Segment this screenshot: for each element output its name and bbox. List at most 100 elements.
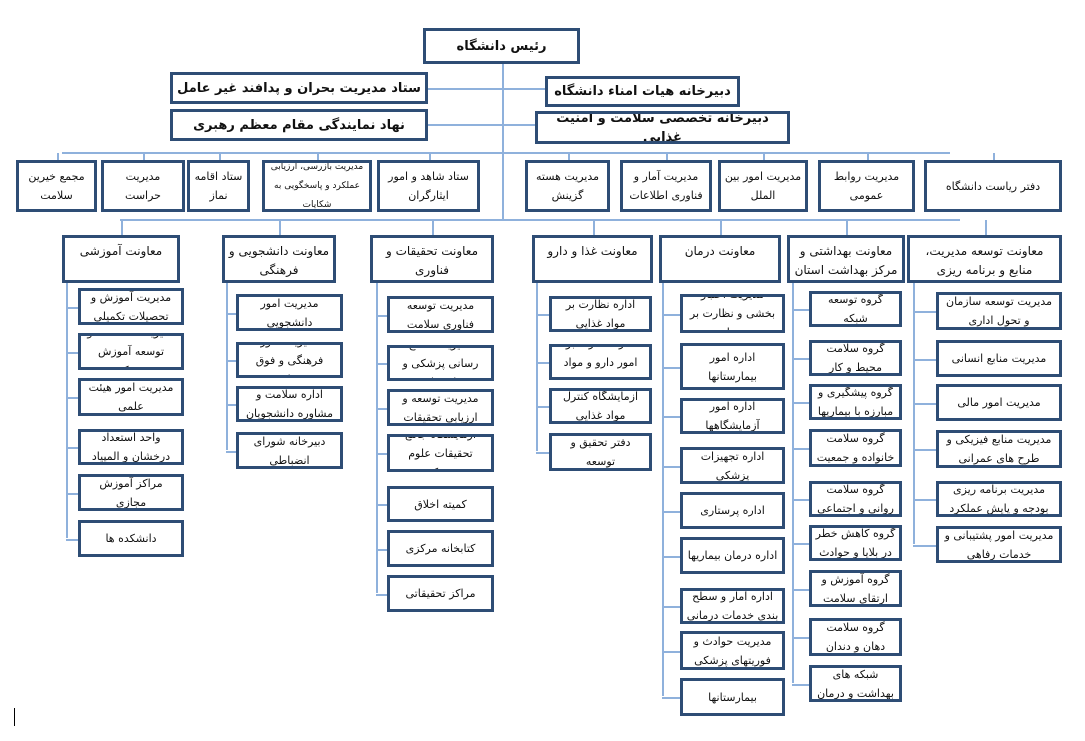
deputy-box: معاونت درمان xyxy=(659,235,781,283)
unit-connector xyxy=(792,543,809,545)
unit-connector xyxy=(376,549,387,551)
office-box: مدیریت آمار و فناوری اطلاعات xyxy=(620,160,712,212)
unit-connector xyxy=(662,466,680,468)
deputy-connector xyxy=(846,220,848,235)
unit-box: اداره پرستاری xyxy=(680,492,785,529)
unit-box: مدیریت امور دانشجویی xyxy=(236,294,343,331)
unit-box: واحد استعداد درخشان و المپیاد xyxy=(78,429,184,465)
unit-connector xyxy=(226,451,236,453)
text-cursor xyxy=(14,708,15,726)
deputy-box: معاونت تحقیقات و فناوری xyxy=(370,235,494,283)
staff-box-board-of-trustees: دبیرخانه هیات امناء دانشگاه xyxy=(545,76,740,107)
staff-connector xyxy=(428,124,535,126)
unit-connector xyxy=(66,539,78,541)
unit-box: مدیریت توسعه و ارزیابی تحقیقات xyxy=(387,389,494,426)
staff-box-leader-representative: نهاد نمایندگی مقام معظم رهبری xyxy=(170,109,428,141)
unit-connector xyxy=(226,360,236,362)
unit-connector xyxy=(792,309,809,311)
root-box-president: رئیس دانشگاه xyxy=(423,28,580,64)
unit-connector xyxy=(913,449,936,451)
unit-box: دانشکده ها xyxy=(78,520,184,557)
unit-connector xyxy=(66,397,78,399)
office-box: ستاد اقامه نماز xyxy=(187,160,250,212)
office-box: ستاد شاهد و امور ایثارگران xyxy=(377,160,480,212)
unit-connector xyxy=(792,358,809,360)
office-box: مجمع خیرین سلامت xyxy=(16,160,97,212)
unit-box: آزمایشگاه کنترل مواد غذایی xyxy=(549,388,652,424)
unit-connector xyxy=(376,315,387,317)
office-connector xyxy=(219,153,221,161)
office-box: مدیریت هسته گزینش xyxy=(525,160,610,212)
unit-box: مدیریت توسعه سازمان و تحول اداری xyxy=(936,292,1062,330)
unit-connector xyxy=(792,448,809,450)
unit-box: گروه کاهش خطر در بلایا و حوادث xyxy=(809,525,902,561)
unit-connector xyxy=(662,511,680,513)
unit-connector xyxy=(376,408,387,410)
unit-box: آزمایشگاه جامع تحقیقات علوم پزشکی xyxy=(387,434,494,472)
unit-connector xyxy=(66,352,78,354)
unit-box: اداره امور آزمایشگاهها xyxy=(680,398,785,434)
unit-connector xyxy=(536,314,549,316)
unit-connector xyxy=(913,499,936,501)
unit-box: کمیته اخلاق xyxy=(387,486,494,522)
unit-box: دفتر تحقیق و توسعه xyxy=(549,433,652,471)
unit-box: مدیریت اعتبار بخشی و نظارت بر درمان xyxy=(680,294,785,333)
office-box: دفتر ریاست دانشگاه xyxy=(924,160,1062,212)
unit-box: گروه سلامت خانواده و جمعیت xyxy=(809,429,902,467)
unit-box: اداره امور بیمارستانها xyxy=(680,343,785,390)
unit-box: گروه آموزش و ارتقای سلامت xyxy=(809,570,902,607)
deputy-box: معاونت آموزشی xyxy=(62,235,180,283)
unit-box: مدیریت اطلاع رسانی پزشکی و منابع علمی xyxy=(387,345,494,381)
unit-connector xyxy=(792,499,809,501)
unit-box: مدیریت امور پشتیبانی و خدمات رفاهی xyxy=(936,526,1062,563)
unit-connector xyxy=(662,651,680,653)
staff-box-food-security: دبیرخانه تخصصی سلامت و امنیت غذایی xyxy=(535,111,790,144)
trunk-line xyxy=(502,63,504,220)
unit-box: بیمارستانها xyxy=(680,678,785,716)
unit-trunk-line xyxy=(662,283,664,696)
unit-trunk-line xyxy=(66,283,68,538)
unit-box: اداره نظارت بر مواد غذایی xyxy=(549,296,652,332)
unit-box: مدیریت منابع انسانی xyxy=(936,340,1062,377)
deputy-connector xyxy=(720,220,722,235)
office-box: مدیریت بازرسی، ارزیابی عملکرد و پاسخگویی… xyxy=(262,160,372,212)
deputy-connector xyxy=(432,220,434,235)
unit-connector xyxy=(913,403,936,405)
unit-connector xyxy=(662,556,680,558)
office-connector xyxy=(993,153,995,161)
unit-connector xyxy=(376,504,387,506)
unit-trunk-line xyxy=(792,283,794,683)
unit-connector xyxy=(913,359,936,361)
unit-connector xyxy=(226,313,236,315)
unit-connector xyxy=(66,447,78,449)
unit-box: اداره نظارت بر امور دارو و مواد مخدر xyxy=(549,344,652,380)
office-connector xyxy=(568,153,570,161)
unit-box: مدیریت منابع فیزیکی و طرح های عمرانی xyxy=(936,430,1062,468)
unit-connector xyxy=(536,362,549,364)
unit-connector xyxy=(66,493,78,495)
office-box: مدیریت امور بین الملل xyxy=(718,160,808,212)
unit-box: گروه سلامت محیط و کار xyxy=(809,340,902,376)
office-connector xyxy=(763,153,765,161)
unit-connector xyxy=(662,367,680,369)
unit-box: اداره درمان بیماریها xyxy=(680,537,785,574)
unit-box: مدیریت مطالعات و توسعه آموزش پزشکی xyxy=(78,333,184,370)
unit-box: اداره سلامت و مشاوره دانشجویان xyxy=(236,386,343,422)
unit-connector xyxy=(913,545,936,547)
unit-connector xyxy=(792,684,809,686)
unit-trunk-line xyxy=(536,283,538,451)
unit-connector xyxy=(792,402,809,404)
unit-connector xyxy=(913,311,936,313)
unit-box: گروه پیشگیری و مبارزه با بیماریها xyxy=(809,384,902,420)
unit-connector xyxy=(662,416,680,418)
unit-connector xyxy=(662,606,680,608)
unit-connector xyxy=(376,363,387,365)
unit-connector xyxy=(536,452,549,454)
deputies-bus xyxy=(120,219,960,221)
office-connector xyxy=(57,153,59,161)
unit-box: مدیریت امور مالی xyxy=(936,384,1062,421)
unit-connector xyxy=(66,307,78,309)
staff-box-crisis-management: ستاد مدیریت بحران و پدافند غیر عامل xyxy=(170,72,428,104)
unit-box: مدیریت امور فرهنگی و فوق برنامه xyxy=(236,342,343,378)
